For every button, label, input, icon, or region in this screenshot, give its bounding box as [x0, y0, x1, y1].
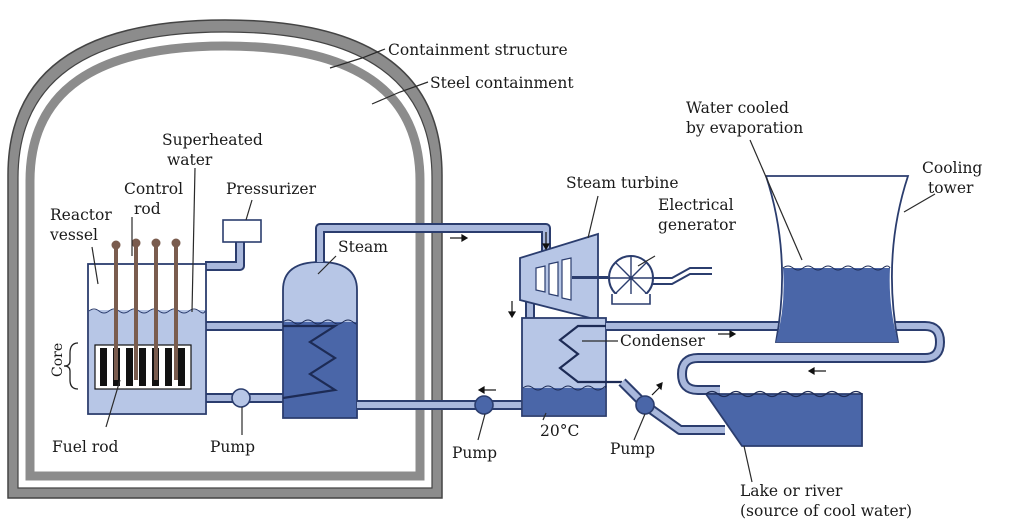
label-condenser: Condenser: [620, 332, 705, 350]
control-rods: [111, 238, 181, 380]
label-steel-containment: Steel containment: [430, 74, 574, 92]
label-reactor-vessel-1: Reactor: [50, 206, 112, 224]
label-lake-river-2: (source of cool water): [740, 502, 912, 520]
pump-main-loop: [474, 395, 494, 415]
label-pump-river: Pump: [610, 440, 655, 458]
label-cooling-tower-2: tower: [928, 179, 974, 197]
cooling-water-loop: [606, 321, 945, 435]
electrical-generator: [608, 255, 712, 305]
label-water-cooled-2: by evaporation: [686, 119, 803, 137]
pump-reactor-loop: [231, 388, 251, 408]
label-water-cooled-1: Water cooled: [686, 99, 789, 117]
lake-or-river: [704, 390, 863, 447]
pump-river-loop: [635, 395, 655, 415]
label-control-rod-1: Control: [124, 180, 183, 198]
label-superheated-water-1: Superheated: [162, 131, 263, 149]
condenser: [521, 317, 622, 417]
label-cooling-tower-1: Cooling: [922, 159, 982, 177]
label-pressurizer: Pressurizer: [226, 180, 317, 198]
label-reactor-vessel-2: vessel: [49, 226, 98, 244]
arrow-river-up: [651, 386, 661, 396]
condenser-coil: [558, 324, 622, 384]
steam-generator: [282, 261, 358, 419]
label-steam: Steam: [338, 238, 388, 256]
label-pump-reactor: Pump: [210, 438, 255, 456]
leader-lines: [91, 48, 936, 483]
label-temperature: 20°C: [540, 422, 579, 440]
label-core: Core: [50, 343, 66, 377]
cooling-tower: [764, 175, 910, 343]
reactor-vessel: [87, 238, 207, 415]
text-labels: Containment structure Steel containment …: [49, 41, 982, 520]
containment-building: [7, 19, 443, 499]
reactor-water-surface: [88, 308, 206, 314]
label-electrical-generator-1: Electrical: [658, 196, 734, 214]
containment-inner-band: [25, 41, 425, 481]
label-containment-structure: Containment structure: [388, 41, 568, 59]
label-control-rod-2: rod: [134, 200, 161, 218]
steam-generator-coil: [282, 324, 339, 400]
label-pump-main: Pump: [452, 444, 497, 462]
label-superheated-water-2: water: [167, 151, 213, 169]
pressurizer: [222, 219, 262, 243]
label-lake-river-1: Lake or river: [740, 482, 843, 500]
flow-arrows: [450, 232, 826, 396]
label-electrical-generator-2: generator: [658, 216, 736, 234]
core-bracket: [63, 342, 79, 390]
label-fuel-rod: Fuel rod: [52, 438, 119, 456]
steel-containment-wall: [17, 31, 433, 489]
label-steam-turbine: Steam turbine: [566, 174, 679, 192]
